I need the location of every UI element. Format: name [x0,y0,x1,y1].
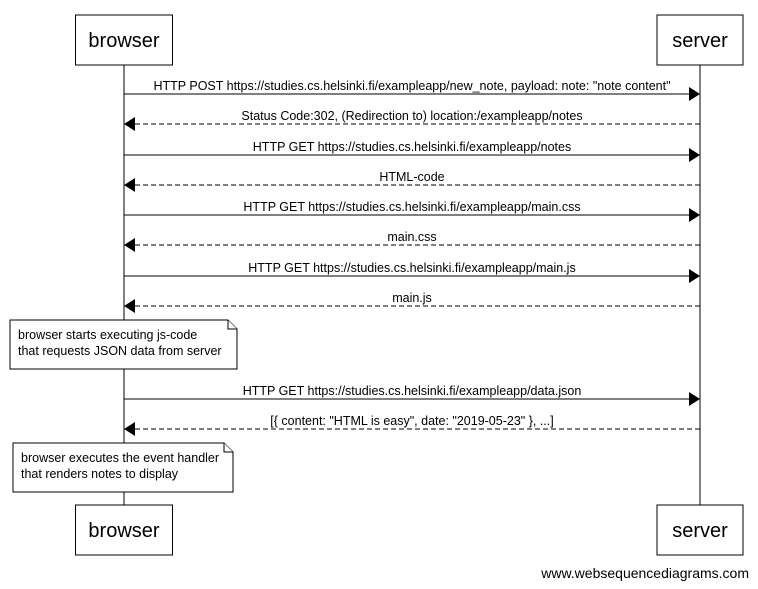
actor-label: server [672,30,728,52]
note-text-line: browser executes the event handler [21,451,219,465]
message-label: Status Code:302, (Redirection to) locati… [241,109,582,123]
arrowhead-icon [689,208,700,222]
note-text-line: that renders notes to display [21,467,179,481]
message-8: main.js [124,291,700,313]
actor-browser-bottom: browser [75,504,173,556]
note-fold-icon [223,443,233,453]
message-label: HTTP GET https://studies.cs.helsinki.fi/… [253,140,571,154]
message-5: HTTP GET https://studies.cs.helsinki.fi/… [124,200,700,222]
note-text-line: that requests JSON data from server [18,344,222,358]
message-1: HTTP POST https://studies.cs.helsinki.fi… [124,79,700,101]
actor-box [656,14,744,66]
message-label: HTTP POST https://studies.cs.helsinki.fi… [153,79,670,93]
message-label: main.css [387,230,436,244]
message-7: HTTP GET https://studies.cs.helsinki.fi/… [124,261,700,283]
actor-box [75,14,173,66]
note-fold-icon [227,320,237,330]
arrowhead-icon [689,392,700,406]
actor-label: browser [88,30,159,52]
note-text-line: browser starts executing js-code [18,328,197,342]
message-4: HTML-code [124,170,700,192]
actor-server-top: server [656,14,744,66]
arrowhead-icon [689,148,700,162]
note-box [9,319,238,370]
watermark: www.websequencediagrams.com [541,565,749,581]
note-2: browser executes the event handler that r… [12,442,234,493]
message-3: HTTP GET https://studies.cs.helsinki.fi/… [124,140,700,162]
actor-box [75,504,173,556]
arrowhead-icon [124,238,135,252]
note-box [12,442,234,493]
message-label: HTML-code [379,170,444,184]
message-label: HTTP GET https://studies.cs.helsinki.fi/… [243,200,580,214]
message-10: [{ content: "HTML is easy", date: "2019-… [124,414,700,436]
message-label: [{ content: "HTML is easy", date: "2019-… [270,414,553,428]
message-label: HTTP GET https://studies.cs.helsinki.fi/… [243,384,582,398]
actor-label: server [672,520,728,542]
message-2: Status Code:302, (Redirection to) locati… [124,109,700,131]
actor-label: browser [88,520,159,542]
arrowhead-icon [689,269,700,283]
message-9: HTTP GET https://studies.cs.helsinki.fi/… [124,384,700,406]
arrowhead-icon [124,178,135,192]
arrowhead-icon [689,87,700,101]
arrowhead-icon [124,422,135,436]
actor-browser-top: browser [75,14,173,66]
actor-box [656,504,744,556]
actor-server-bottom: server [656,504,744,556]
message-label: main.js [392,291,432,305]
arrowhead-icon [124,117,135,131]
message-label: HTTP GET https://studies.cs.helsinki.fi/… [248,261,575,275]
message-6: main.css [124,230,700,252]
arrowhead-icon [124,299,135,313]
note-1: browser starts executing js-code that req… [9,319,238,370]
